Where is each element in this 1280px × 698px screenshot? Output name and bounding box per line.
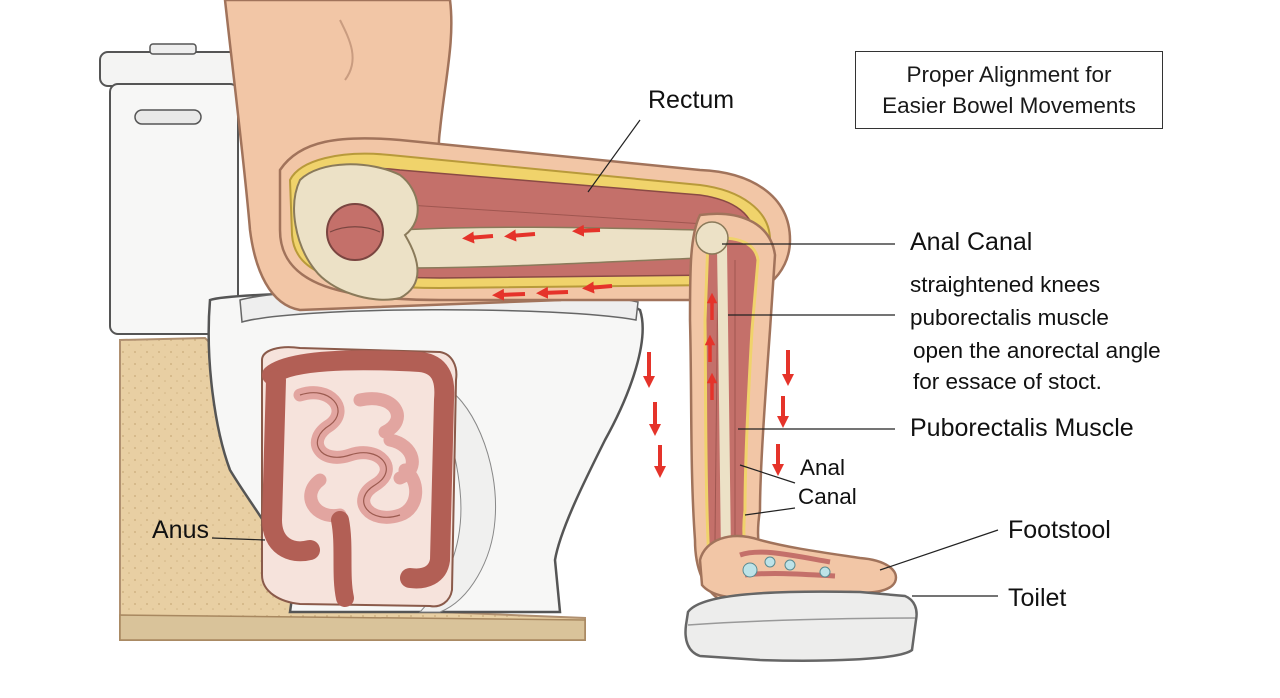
shin-arrows — [704, 292, 718, 400]
leader-lines — [211, 119, 999, 597]
note-line-3: open the anorectal angle — [913, 338, 1161, 363]
footstool — [684, 590, 918, 662]
note-line-1: straightened knees — [910, 272, 1101, 297]
label-puborectalis-muscle: Puborectalis Muscle — [910, 414, 1134, 442]
label-toilet: Toilet — [1008, 584, 1067, 612]
arrow-thigh-3 — [572, 224, 601, 237]
label-footstool: Footstool — [1008, 516, 1111, 544]
arrow-thigh-6 — [582, 281, 613, 294]
toilet-tank — [99, 43, 243, 335]
label-rectum: Rectum — [648, 86, 735, 114]
title-line-1: Proper Alignment for — [906, 62, 1112, 87]
leader-anal-lower-1 — [739, 464, 796, 484]
intestines-cutout — [261, 346, 458, 608]
title-line-2: Easier Bowel Movements — [882, 93, 1136, 118]
title-box: Proper Alignment for Easier Bowel Moveme… — [855, 51, 1163, 129]
label-anal-canal: Anal Canal — [910, 228, 1033, 256]
label-anal-lower-line-2: Canal — [798, 484, 857, 509]
leader-anus — [211, 537, 266, 541]
arrow-thigh-2 — [504, 229, 536, 242]
note-line-2: puborectalis muscle — [910, 305, 1109, 330]
leader-rectum — [587, 119, 641, 193]
side-arrows — [643, 350, 794, 478]
leader-anal-lower-2 — [744, 507, 796, 516]
label-anal-lower-line-1: Anal — [800, 455, 846, 480]
thigh-arrows — [462, 224, 613, 301]
arrow-thigh-4 — [492, 288, 526, 301]
pelvis-bone — [293, 163, 419, 301]
leader-footstool — [879, 529, 999, 571]
foot — [698, 534, 898, 600]
arrow-thigh-5 — [536, 286, 569, 299]
label-anus: Anus — [152, 516, 209, 544]
note-line-4: for essace of stoct. — [913, 369, 1102, 394]
arrow-thigh-1 — [462, 231, 494, 244]
